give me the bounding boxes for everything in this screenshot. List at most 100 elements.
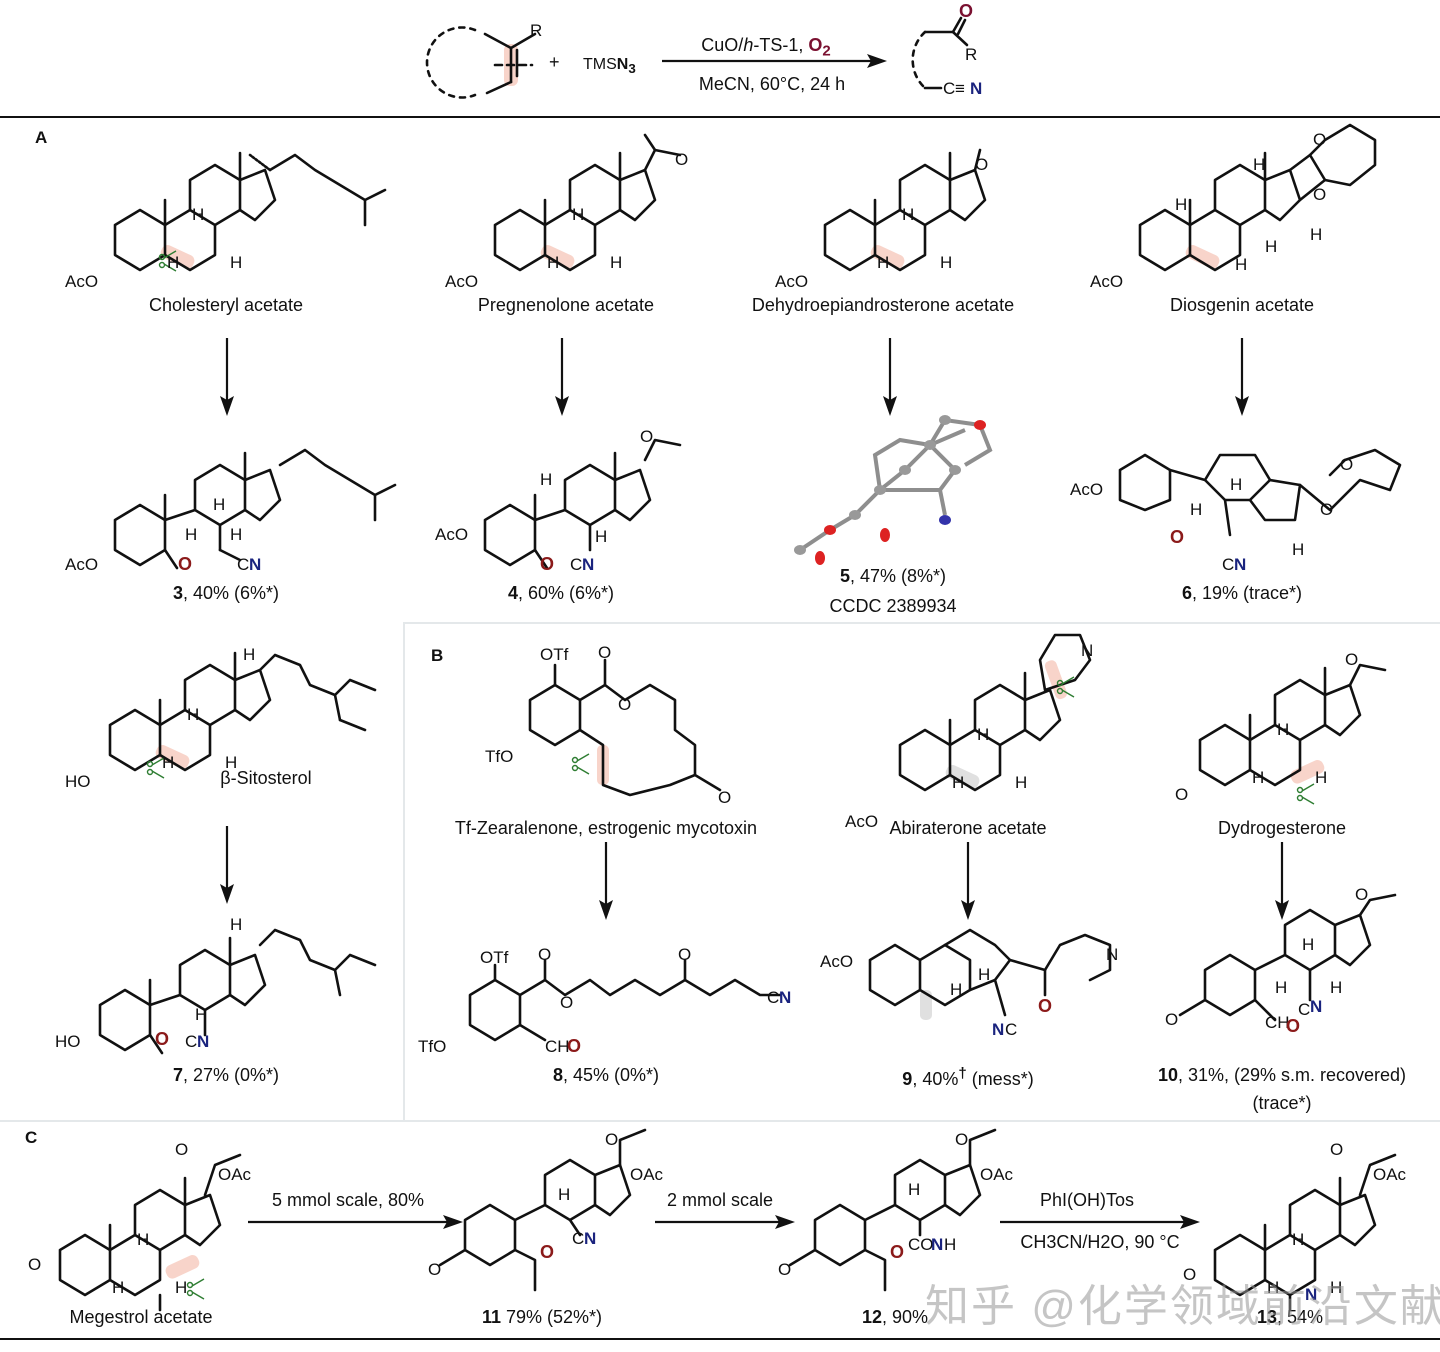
product-7-structure: HO O C N H H bbox=[55, 915, 377, 1055]
atom-label: H bbox=[978, 965, 990, 984]
reaction-arrow bbox=[1275, 842, 1289, 920]
compound-number: 4 bbox=[507, 583, 518, 603]
atom-label: OTf bbox=[540, 645, 569, 664]
atom-label: H bbox=[192, 205, 204, 224]
compound-number: 13 bbox=[1256, 1307, 1277, 1327]
nitrile-c: C bbox=[1298, 1000, 1310, 1019]
atom-label: H bbox=[547, 253, 559, 272]
substrate-name: Diosgenin acetate bbox=[1169, 295, 1315, 315]
atom-label: TfO bbox=[418, 1037, 446, 1056]
ring-d bbox=[1248, 478, 1302, 522]
atom-label: H bbox=[1267, 1278, 1279, 1297]
atom-label: AcO bbox=[845, 812, 878, 831]
bond bbox=[1168, 468, 1207, 482]
atom-label: H bbox=[1310, 225, 1322, 244]
substrate-name: Pregnenolone acetate bbox=[477, 295, 655, 315]
product-10-structure: O O CH O C N H H H bbox=[1165, 885, 1397, 1036]
atom-label: OAc bbox=[1373, 1165, 1407, 1184]
atom-label: H bbox=[572, 205, 584, 224]
nitrile-c: C bbox=[1222, 555, 1234, 574]
substrate-beta-sitosterol: HO H H H H bbox=[65, 645, 377, 791]
acetyl bbox=[643, 438, 682, 462]
bond bbox=[863, 1203, 897, 1222]
atom-label: O bbox=[955, 1130, 968, 1149]
ring-f bbox=[1308, 123, 1377, 187]
atom-label: H bbox=[610, 253, 622, 272]
yield-text: , 90% bbox=[882, 1307, 929, 1327]
acetyl bbox=[1348, 663, 1387, 687]
atom-label: O bbox=[640, 427, 653, 446]
atom-label: H bbox=[243, 645, 255, 664]
product-8-structure: OTf TfO O O O C N CH O bbox=[418, 945, 791, 1056]
yield-text: , 31%, (29% s.m. recovered) bbox=[1177, 1065, 1407, 1085]
ortep-atoms bbox=[794, 415, 986, 565]
amide-co: CO bbox=[908, 1235, 934, 1254]
cat-rest: -TS-1, bbox=[753, 35, 809, 55]
imine-n: N bbox=[1305, 1285, 1317, 1304]
acetyl-side bbox=[863, 1248, 887, 1292]
bond bbox=[973, 148, 982, 172]
nitrile-n: N bbox=[1234, 555, 1246, 574]
nitrile-n: N bbox=[249, 555, 261, 574]
atom-label: H bbox=[1175, 195, 1187, 214]
arrow-head bbox=[883, 396, 897, 416]
side-chain bbox=[278, 448, 397, 497]
ring-a bbox=[788, 1203, 867, 1267]
compound-number: 5 bbox=[839, 566, 850, 586]
atom-label: O bbox=[428, 1260, 441, 1279]
reaction-arrow bbox=[220, 338, 234, 416]
atom-label: O bbox=[1165, 1010, 1178, 1029]
side-chain bbox=[258, 928, 377, 972]
product-4-structure: O O C N AcO H H bbox=[435, 427, 682, 574]
atom-label: O bbox=[1320, 500, 1333, 519]
watermark-text: 知乎 @化学领域前沿文献 bbox=[925, 1282, 1440, 1331]
section-label-b: B bbox=[431, 646, 444, 665]
isonitrile-n: N bbox=[992, 1020, 1004, 1039]
nitrile-n: N bbox=[197, 1032, 209, 1051]
atom-label: H bbox=[1252, 768, 1264, 787]
substrate-name: Megestrol acetate bbox=[69, 1307, 213, 1327]
ring-d bbox=[593, 1163, 632, 1217]
bond bbox=[1223, 498, 1232, 537]
compound-number: 8 bbox=[552, 1065, 563, 1085]
product-12-structure: O O OAc O CO N H H bbox=[778, 1128, 1014, 1292]
amide-h2: H bbox=[944, 1235, 956, 1254]
ketone-o: O bbox=[1038, 996, 1052, 1016]
atom-label: O bbox=[1345, 650, 1358, 669]
atom-label: H bbox=[1277, 720, 1289, 739]
atom-label: AcO bbox=[1090, 272, 1123, 291]
atom-label: H bbox=[540, 470, 552, 489]
nitrile-n: N bbox=[779, 988, 791, 1007]
spiro-rings bbox=[1298, 448, 1402, 512]
bond bbox=[518, 1023, 547, 1042]
substrate-name: Dydrogesterone bbox=[1217, 818, 1347, 838]
acetyl-side bbox=[513, 1248, 537, 1292]
arrow-head bbox=[1180, 1215, 1200, 1229]
arrow-head bbox=[1275, 900, 1289, 920]
divider-top bbox=[0, 116, 1440, 118]
acetyl bbox=[1358, 893, 1397, 917]
product-o: O bbox=[959, 1, 973, 21]
pyridine-ring bbox=[1043, 933, 1112, 982]
isonitrile-c: C bbox=[1005, 1020, 1017, 1039]
atom-label: HO bbox=[65, 772, 91, 791]
reaction-arrow-step2 bbox=[655, 1215, 795, 1229]
product-r: R bbox=[965, 45, 977, 64]
bond bbox=[993, 978, 1007, 1017]
bond bbox=[248, 153, 272, 172]
arrow-head bbox=[1235, 396, 1249, 416]
amide-n: N bbox=[931, 1235, 943, 1254]
benzene-ring bbox=[468, 978, 522, 1042]
ketone-o: O bbox=[540, 554, 554, 574]
yield-text: , 47% (8%*) bbox=[849, 566, 947, 586]
acetyl bbox=[203, 1153, 242, 1197]
atom-label: H bbox=[1292, 540, 1304, 559]
atom-label: H bbox=[230, 253, 242, 272]
yield-text: , 27% (0%*) bbox=[182, 1065, 280, 1085]
alkene-highlight-gray bbox=[920, 990, 932, 1020]
ketone-o: O bbox=[890, 1242, 904, 1262]
aldehyde-ch: CH bbox=[1265, 1013, 1290, 1032]
yield-extra: (mess*) bbox=[966, 1069, 1034, 1089]
atom-label: H bbox=[225, 753, 237, 772]
atom-label: H bbox=[1330, 1278, 1342, 1297]
